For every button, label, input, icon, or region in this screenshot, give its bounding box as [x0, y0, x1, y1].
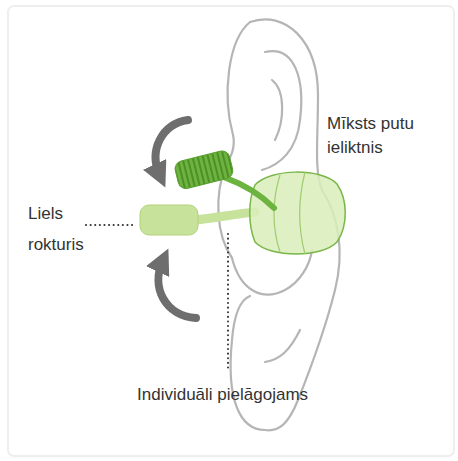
foam-insert	[250, 172, 346, 254]
handle-stem	[226, 178, 274, 208]
leader-line	[86, 225, 228, 372]
foam-ridges	[274, 172, 305, 254]
handle-stem	[195, 212, 255, 220]
earplug	[140, 149, 345, 254]
rotation-arrows	[156, 120, 196, 318]
feature-label: Individuāli pielāgojams	[137, 383, 437, 407]
part-label: Liels rokturis	[28, 198, 106, 260]
card-frame	[8, 6, 454, 456]
part-label: Mīksts putu ieliktnis	[327, 112, 452, 160]
handle-light	[140, 205, 198, 235]
handle-dark	[173, 149, 234, 190]
